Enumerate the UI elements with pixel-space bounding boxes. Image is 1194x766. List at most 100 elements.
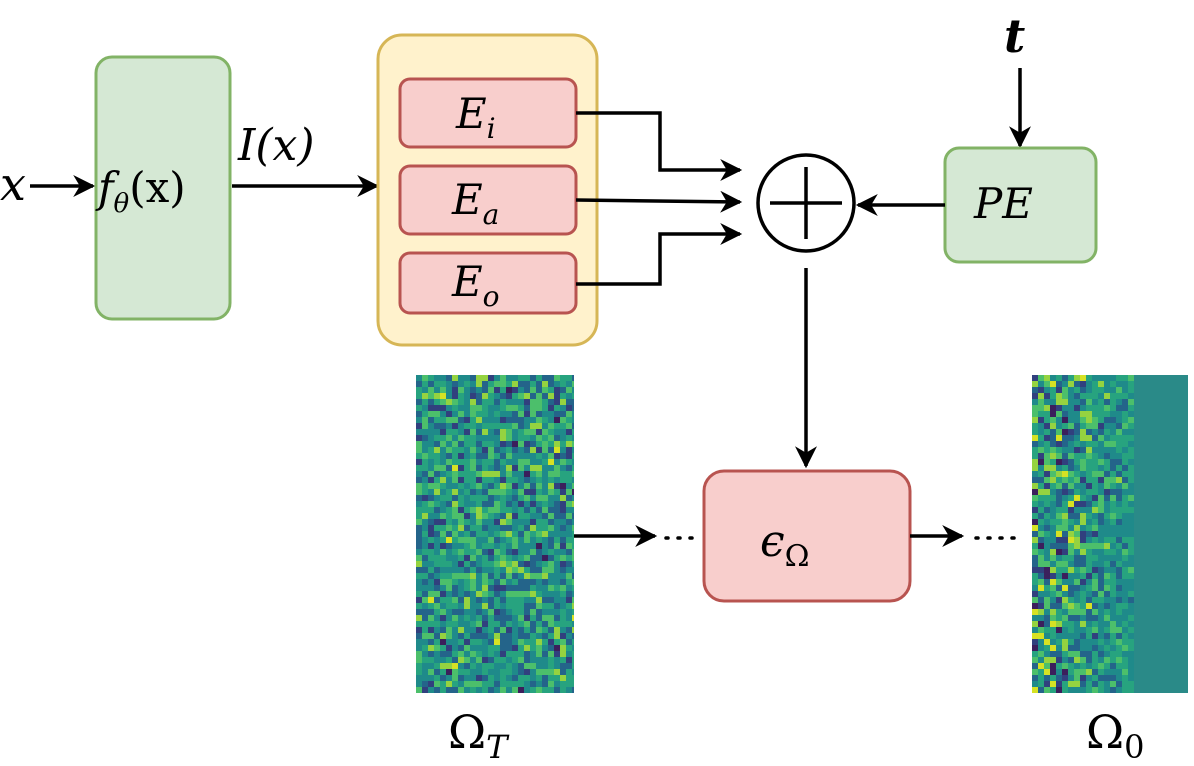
noise-cell [428,483,434,489]
noise-cell [470,561,476,567]
noise-cell [434,513,440,519]
noise-cell [548,663,554,669]
noise-cell [1086,591,1092,597]
noise-cell [446,483,452,489]
noise-cell [446,561,452,567]
noise-cell [1032,591,1038,597]
noise-cell [440,465,446,471]
noise-cell [542,489,548,495]
noise-cell [572,555,574,561]
noise-cell [488,579,494,585]
noise-cell [524,375,530,381]
noise-cell [560,447,566,453]
noise-cell [452,579,458,585]
noise-cell [1068,393,1074,399]
noise-cell [1044,501,1050,507]
noise-cell [1116,429,1122,435]
noise-cell [428,465,434,471]
noise-cell [434,417,440,423]
noise-cell [560,387,566,393]
noise-cell [428,513,434,519]
noise-cell [1092,681,1098,687]
noise-cell [416,453,422,459]
noise-cell [542,441,548,447]
noise-cell [530,405,536,411]
noise-cell [434,429,440,435]
noise-cell [464,513,470,519]
noise-cell [470,675,476,681]
noise-cell [464,627,470,633]
noise-cell [542,645,548,651]
noise-cell [1110,621,1116,627]
noise-cell [470,687,476,693]
noise-cell [1080,615,1086,621]
noise-cell [440,393,446,399]
noise-cell [548,681,554,687]
noise-cell [560,417,566,423]
noise-cell [1044,585,1050,591]
noise-cell [446,411,452,417]
noise-cell [560,543,566,549]
noise-cell [1086,513,1092,519]
noise-cell [458,603,464,609]
noise-cell [530,675,536,681]
noise-cell [464,561,470,567]
noise-cell [512,459,518,465]
noise-cell [476,537,482,543]
noise-cell [428,675,434,681]
noise-cell [464,663,470,669]
noise-cell [500,381,506,387]
noise-cell [524,381,530,387]
noise-cell [512,567,518,573]
noise-cell [1098,603,1104,609]
noise-cell [446,669,452,675]
noise-cell [1092,615,1098,621]
noise-cell [434,585,440,591]
noise-cell [476,627,482,633]
noise-cell [500,465,506,471]
noise-cell [1092,417,1098,423]
noise-cell [1068,435,1074,441]
noise-cell [530,399,536,405]
noise-cell [1032,549,1038,555]
noise-cell [548,393,554,399]
noise-cell [422,531,428,537]
noise-cell [434,627,440,633]
noise-cell [1128,525,1134,531]
noise-cell [470,567,476,573]
noise-cell [428,459,434,465]
noise-cell [542,447,548,453]
noise-cell [512,429,518,435]
noise-cell [458,381,464,387]
noise-cell [434,543,440,549]
noise-cell [1062,681,1068,687]
noise-cell [524,687,530,693]
noise-cell [1092,387,1098,393]
noise-cell [464,441,470,447]
noise-cell [422,573,428,579]
noise-cell [1116,687,1122,693]
noise-cell [1128,459,1134,465]
noise-cell [470,633,476,639]
noise-cell [566,585,572,591]
noise-cell [1128,609,1134,615]
noise-cell [1062,441,1068,447]
noise-cell [458,483,464,489]
noise-cell [1128,495,1134,501]
noise-cell [1044,579,1050,585]
noise-cell [1128,687,1134,693]
noise-cell [1110,573,1116,579]
noise-cell [518,411,524,417]
noise-cell [524,489,530,495]
noise-cell [1068,597,1074,603]
noise-cell [536,639,542,645]
noise-cell [524,471,530,477]
noise-cell [422,417,428,423]
noise-cell [524,447,530,453]
noise-cell [464,585,470,591]
noise-cell [518,681,524,687]
noise-cell [548,399,554,405]
noise-cell [530,573,536,579]
noise-cell [1116,567,1122,573]
noise-cell [458,681,464,687]
